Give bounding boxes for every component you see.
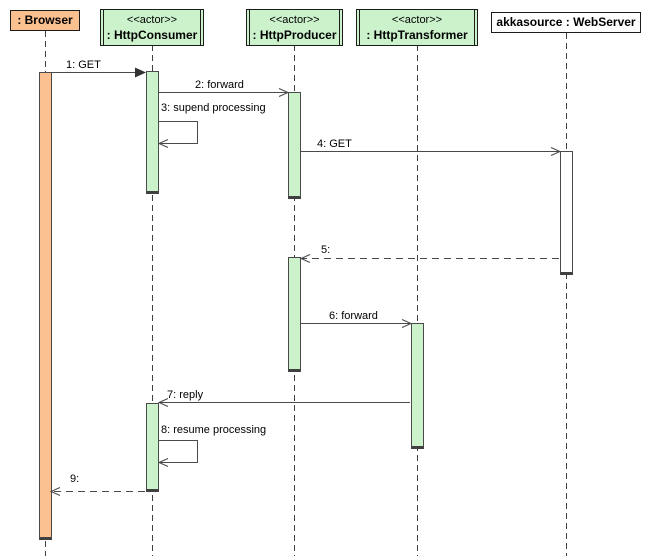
activation-bar-producer-1 bbox=[288, 92, 301, 199]
activation-bar-browser bbox=[39, 72, 52, 540]
message-1-label: 1: GET bbox=[66, 59, 101, 71]
participant-name: : HttpTransformer bbox=[366, 27, 468, 42]
participant-box-browser: : Browser bbox=[10, 10, 80, 31]
message-3-arrowhead bbox=[157, 139, 169, 148]
message-6-label: 6: forward bbox=[329, 310, 378, 322]
participant-stereotype: <<actor>> bbox=[126, 13, 178, 26]
message-1-arrowhead bbox=[135, 67, 146, 78]
message-3-loop bbox=[159, 121, 198, 144]
message-8-label: 8: resume processing bbox=[161, 424, 267, 436]
activation-bar-producer-2 bbox=[288, 257, 301, 372]
message-8-arrowhead bbox=[157, 458, 169, 467]
participant-box-http-transformer: <<actor>> : HttpTransformer bbox=[356, 9, 478, 46]
activation-bar-consumer-2 bbox=[146, 403, 159, 492]
participant-name: : HttpProducer bbox=[252, 27, 337, 42]
participant-box-http-producer: <<actor>> : HttpProducer bbox=[246, 9, 343, 46]
message-9-label: 9: bbox=[70, 473, 80, 485]
message-2-label: 2: forward bbox=[195, 79, 244, 91]
message-4-arrowhead bbox=[550, 147, 562, 156]
participant-box-web-server: akkasource : WebServer bbox=[491, 12, 641, 33]
participant-stereotype: <<actor>> bbox=[269, 13, 320, 26]
message-2-arrowhead bbox=[278, 88, 290, 97]
activation-bar-consumer-1 bbox=[146, 71, 159, 194]
message-5-label: 5: bbox=[321, 244, 331, 256]
participant-name: : HttpConsumer bbox=[106, 27, 198, 42]
participant-name: akkasource : WebServer bbox=[496, 15, 636, 29]
activation-bar-web-server bbox=[560, 151, 573, 275]
message-7-label: 7: reply bbox=[167, 389, 204, 401]
participant-stereotype: <<actor>> bbox=[391, 13, 443, 26]
participant-box-http-consumer: <<actor>> : HttpConsumer bbox=[100, 9, 204, 46]
message-5-arrowhead bbox=[299, 254, 311, 263]
activation-bar-transformer bbox=[411, 323, 424, 449]
participant-name: : Browser bbox=[17, 13, 73, 27]
message-8-loop bbox=[159, 440, 198, 463]
message-3-label: 3: supend processing bbox=[161, 102, 266, 114]
message-9-arrowhead bbox=[49, 487, 61, 496]
message-6-arrowhead bbox=[401, 319, 413, 328]
message-4-label: 4: GET bbox=[317, 138, 352, 150]
